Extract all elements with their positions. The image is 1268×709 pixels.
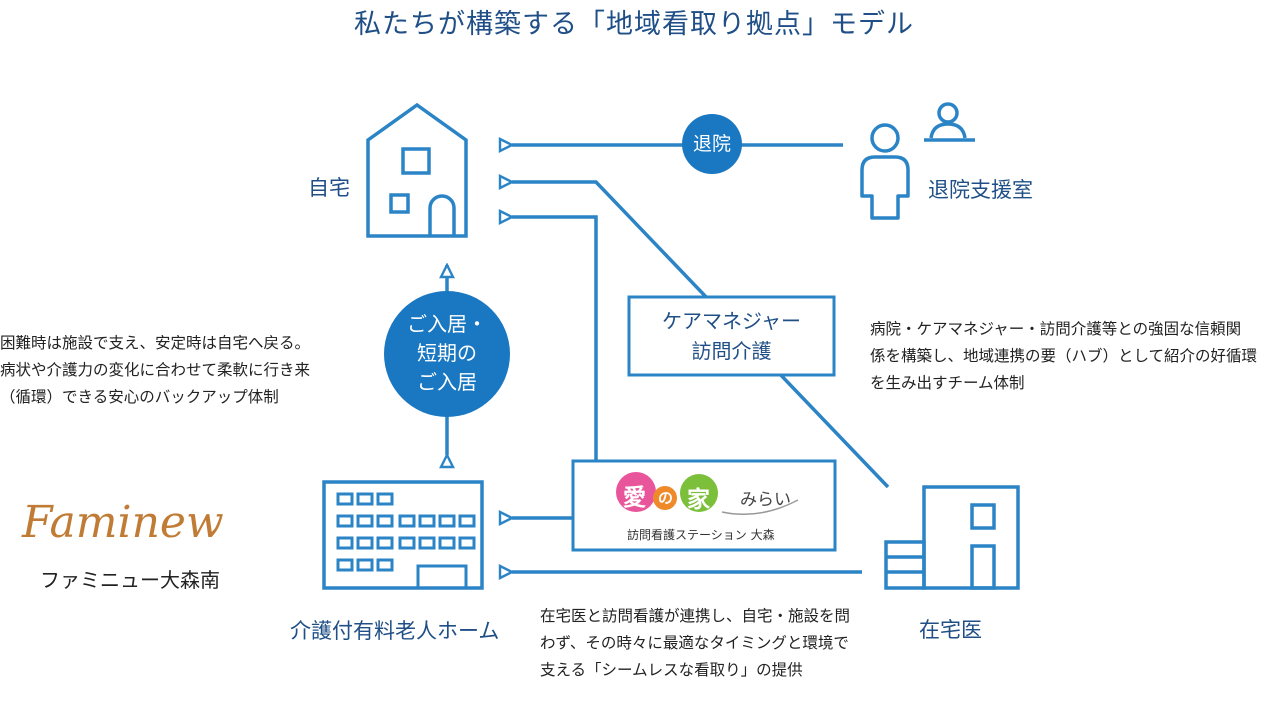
discharge-staff-icon bbox=[860, 102, 975, 220]
house-icon bbox=[366, 102, 468, 238]
care-manager-line-2: 訪問介護 bbox=[691, 339, 772, 363]
mirai-swoosh bbox=[721, 499, 799, 515]
discharge-badge bbox=[682, 114, 742, 174]
admission-line-2: 短期の bbox=[417, 341, 477, 365]
care-manager-line-1: ケアマネジャー bbox=[662, 309, 801, 333]
faminew-logo: Faminew bbox=[22, 497, 224, 548]
admission-badge bbox=[384, 291, 510, 417]
home-label: 自宅 bbox=[308, 176, 350, 200]
bottom-note: 在宅医と訪問看護が連携し、自宅・施設を問 わず、その時々に最適なタイミングと環境… bbox=[540, 607, 851, 679]
no-dot bbox=[653, 486, 677, 510]
building-icon bbox=[322, 480, 484, 590]
ai-dot bbox=[616, 472, 656, 512]
admission-badge-label: ご入居・ 短期の ご入居 bbox=[384, 310, 510, 397]
admission-line-3: ご入居 bbox=[417, 370, 477, 394]
clinic-icon bbox=[884, 485, 1020, 590]
care-manager-text: ケアマネジャー 訪問介護 bbox=[629, 306, 834, 366]
page-title: 私たちが構築する「地域看取り拠点」モデル bbox=[354, 9, 914, 40]
station-subtitle: 訪問看護ステーション 大森 bbox=[627, 528, 775, 542]
right-note: 病院・ケアマネジャー・訪問介護等との強固な信頼関 係を構築し、地域連携の要（ハブ… bbox=[870, 320, 1258, 392]
nursing-home-label: 介護付有料老人ホーム bbox=[290, 619, 500, 643]
arrow-station-to-home bbox=[512, 217, 598, 461]
home-doctor-label: 在宅医 bbox=[919, 618, 982, 642]
arrow-doctor-to-home bbox=[512, 182, 890, 489]
discharge-office-label: 退院支援室 bbox=[928, 178, 1033, 202]
ai-char: 愛 bbox=[623, 485, 646, 511]
admission-line-1: ご入居・ bbox=[407, 312, 487, 336]
ie-char: 家 bbox=[687, 487, 710, 513]
no-char: の bbox=[658, 489, 674, 507]
care-manager-box bbox=[627, 295, 836, 377]
left-note: 困難時は施設で支え、安定時は自宅へ戻る。 病状や介護力の変化に合わせて柔軟に行き… bbox=[0, 334, 311, 406]
faminew-name: ファミニュー大森南 bbox=[40, 568, 220, 592]
mirai-text: みらい bbox=[740, 490, 791, 510]
ie-dot bbox=[680, 474, 718, 512]
discharge-badge-label: 退院 bbox=[692, 133, 731, 155]
